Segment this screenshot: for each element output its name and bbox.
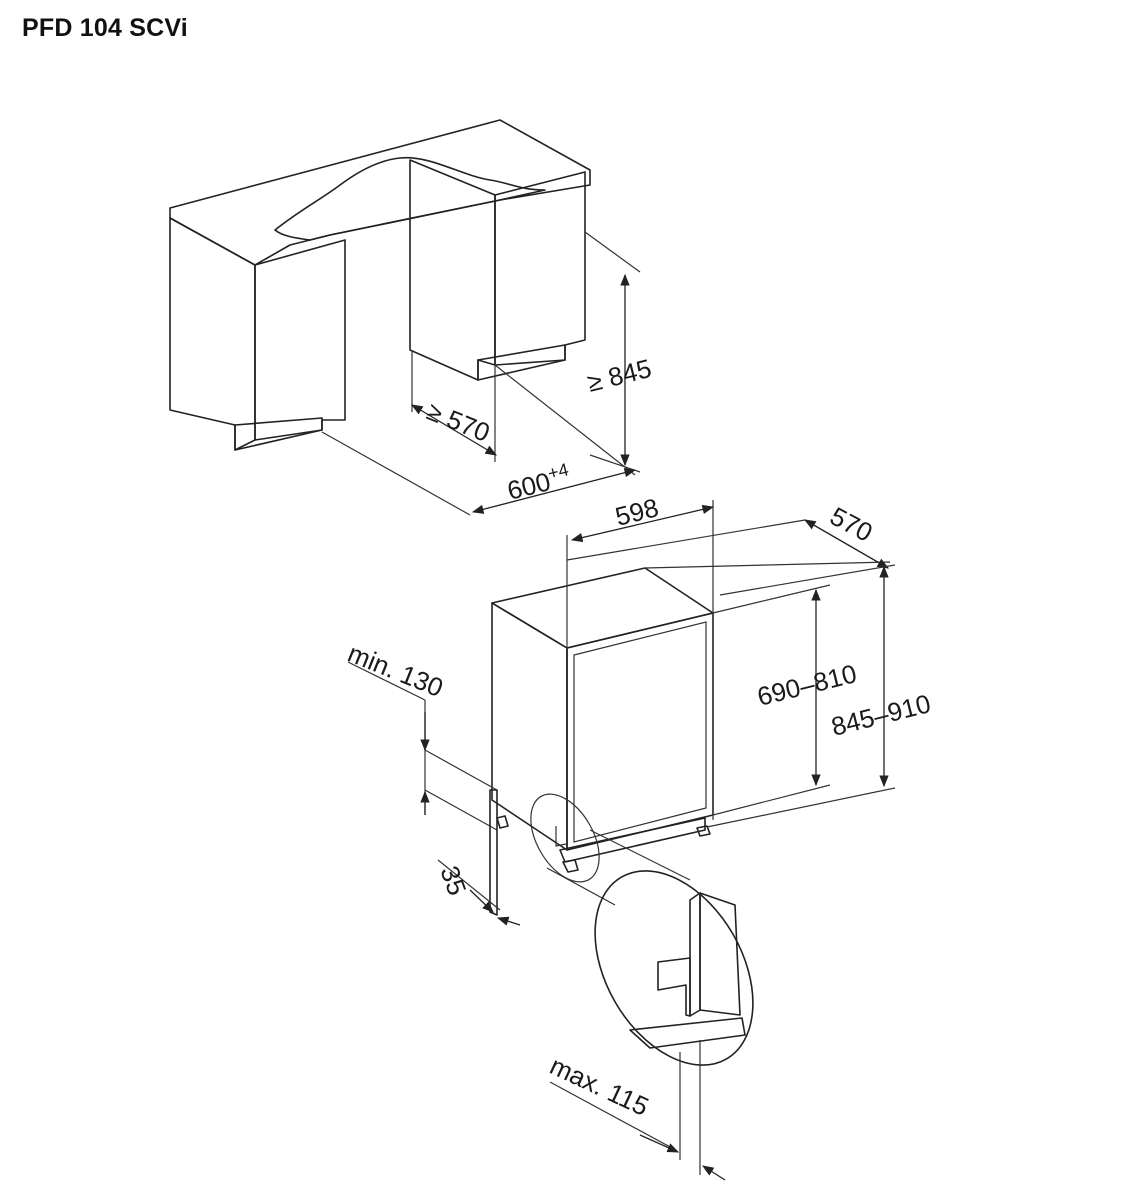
total-height-label: 845–910 xyxy=(828,688,933,742)
appliance-depth-label: 570 xyxy=(825,501,877,548)
niche-depth-label: ≥ 570 xyxy=(423,396,494,448)
kitchen-niche xyxy=(169,119,591,451)
detail-view xyxy=(546,829,754,1181)
niche-width-sup: +4 xyxy=(546,459,571,483)
niche-depth-arrow xyxy=(410,404,498,456)
appliance-width-label: 598 xyxy=(612,492,661,532)
appliance-dimensions xyxy=(347,500,896,926)
niche-width-arrow xyxy=(471,468,637,514)
door-height-label: 690–810 xyxy=(754,658,859,712)
door-protrusion-label: max. 115 xyxy=(545,1050,653,1122)
plinth-offset-label: 35 xyxy=(434,862,472,899)
niche-width-label: 600+4 xyxy=(504,459,574,506)
depth-arrow xyxy=(803,519,890,569)
width-arrow xyxy=(570,504,715,543)
niche-dimensions xyxy=(321,231,641,516)
model-title: PFD 104 SCVi xyxy=(22,14,188,42)
plinth-min-label: min. 130 xyxy=(344,638,448,703)
dishwasher-appliance xyxy=(491,567,714,883)
niche-width-base: 600 xyxy=(504,466,553,506)
niche-height-label: ≥ 845 xyxy=(584,353,654,398)
